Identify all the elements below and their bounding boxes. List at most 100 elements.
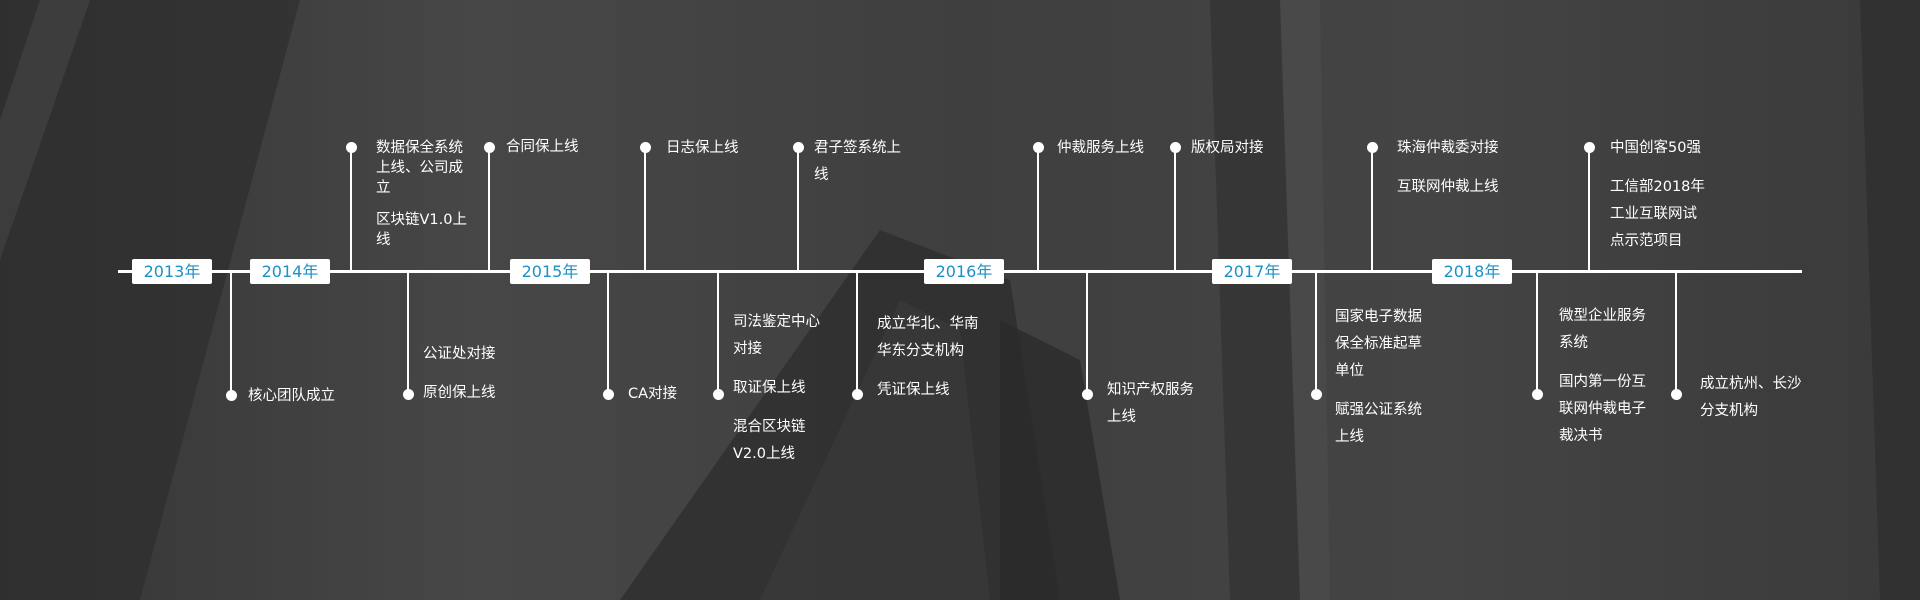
event-stem-notary (407, 271, 409, 394)
event-text-line: 合同保上线 (506, 139, 579, 155)
event-dot-branch1 (851, 388, 863, 400)
event-label-chuangke: 中国创客50强工信部2018年工业互联网试点示范项目 (1610, 135, 1705, 255)
event-text-line: 工业互联网试 (1610, 206, 1697, 222)
event-stem-ip (1086, 271, 1088, 394)
year-badge-2016: 2016年 (924, 259, 1004, 284)
event-stem-micro (1536, 271, 1538, 394)
event-text-line: 仲裁服务上线 (1057, 140, 1144, 156)
event-text-line: 线 (814, 167, 829, 183)
event-stem-national (1315, 271, 1317, 394)
event-stem-copyright (1174, 147, 1176, 271)
event-text-line: 数据保全系统 (376, 140, 463, 156)
event-stem-judicial (717, 271, 719, 394)
event-label-zhuhai: 珠海仲裁委对接互联网仲裁上线 (1397, 135, 1499, 201)
event-text-line: 系统 (1559, 335, 1588, 351)
year-badge-2018: 2018年 (1432, 259, 1512, 284)
event-label-copyright: 版权局对接 (1191, 135, 1264, 162)
event-dot-national (1310, 388, 1322, 400)
event-group-gap (376, 198, 467, 210)
event-text-line: 国内第一份互 (1559, 374, 1646, 390)
event-label-team: 核心团队成立 (248, 383, 335, 410)
event-text-line: 上线 (1335, 429, 1364, 445)
event-text-line: 混合区块链 (733, 419, 806, 435)
event-dot-log (639, 141, 651, 153)
event-text-line: 核心团队成立 (248, 388, 335, 404)
event-group-gap (733, 363, 820, 375)
event-group-gap (1559, 357, 1646, 369)
event-label-branch2: 成立杭州、长沙分支机构 (1700, 371, 1802, 425)
event-text-line: V2.0上线 (733, 446, 795, 462)
event-dot-zhuhai (1366, 141, 1378, 153)
event-text-line: 立 (376, 180, 391, 196)
event-text-line: 互联网仲裁上线 (1397, 179, 1499, 195)
event-dot-chuangke (1583, 141, 1595, 153)
event-text-line: 赋强公证系统 (1335, 402, 1422, 418)
event-stem-branch1 (856, 271, 858, 394)
event-text-line: 点示范项目 (1610, 233, 1683, 249)
event-label-notary: 公证处对接原创保上线 (423, 341, 496, 407)
event-group-gap (877, 365, 979, 377)
year-badge-2017: 2017年 (1212, 259, 1292, 284)
event-label-log: 日志保上线 (666, 135, 739, 162)
event-group-gap (1397, 162, 1499, 174)
event-stem-zhuhai (1371, 147, 1373, 271)
event-dot-copyright (1169, 141, 1181, 153)
event-text-line: 分支机构 (1700, 403, 1758, 419)
event-dot-team (225, 389, 237, 401)
event-text-line: 线 (376, 232, 391, 248)
event-group-gap (1610, 162, 1705, 174)
event-text-line: 微型企业服务 (1559, 308, 1646, 324)
event-stem-arbitration (1037, 147, 1039, 271)
event-stem-junzi (797, 147, 799, 271)
event-stem-datasafe (350, 147, 352, 271)
event-text-line: 司法鉴定中心 (733, 314, 820, 330)
event-group-gap (733, 402, 820, 414)
event-dot-ip (1081, 388, 1093, 400)
event-label-datasafe: 数据保全系统上线、公司成立区块链V1.0上线 (376, 138, 467, 250)
year-badge-2014: 2014年 (250, 259, 330, 284)
event-stem-contract (488, 147, 490, 271)
year-badge-2015: 2015年 (510, 259, 590, 284)
event-text-line: 公证处对接 (423, 346, 496, 362)
event-text-line: 保全标准起草 (1335, 336, 1422, 352)
event-group-gap (1335, 385, 1422, 397)
event-text-line: 国家电子数据 (1335, 309, 1422, 325)
event-dot-datasafe (345, 141, 357, 153)
event-dot-micro (1531, 388, 1543, 400)
event-label-micro: 微型企业服务系统国内第一份互联网仲裁电子裁决书 (1559, 303, 1646, 450)
event-text-line: 凭证保上线 (877, 382, 950, 398)
event-text-line: 知识产权服务 (1107, 382, 1194, 398)
event-label-national: 国家电子数据保全标准起草单位赋强公证系统上线 (1335, 304, 1422, 451)
event-dot-notary (402, 388, 414, 400)
event-label-junzi: 君子签系统上线 (814, 135, 901, 189)
event-text-line: 上线、公司成 (376, 160, 463, 176)
event-text-line: 上线 (1107, 409, 1136, 425)
event-text-line: 珠海仲裁委对接 (1397, 140, 1499, 156)
event-text-line: 华东分支机构 (877, 343, 964, 359)
event-text-line: 裁决书 (1559, 428, 1603, 444)
event-text-line: 工信部2018年 (1610, 179, 1705, 195)
event-text-line: 成立杭州、长沙 (1700, 376, 1802, 392)
event-stem-ca (607, 271, 609, 394)
event-dot-branch2 (1670, 388, 1682, 400)
event-dot-judicial (712, 388, 724, 400)
event-stem-team (230, 271, 232, 395)
event-text-line: 取证保上线 (733, 380, 806, 396)
event-text-line: CA对接 (628, 386, 678, 402)
event-stem-branch2 (1675, 271, 1677, 394)
event-label-branch1: 成立华北、华南华东分支机构凭证保上线 (877, 311, 979, 404)
event-text-line: 区块链V1.0上 (376, 212, 467, 228)
event-text-line: 版权局对接 (1191, 140, 1264, 156)
event-text-line: 日志保上线 (666, 140, 739, 156)
event-group-gap (423, 368, 496, 380)
event-stem-chuangke (1588, 147, 1590, 271)
event-text-line: 联网仲裁电子 (1559, 401, 1646, 417)
event-label-contract: 合同保上线 (506, 134, 579, 161)
event-text-line: 原创保上线 (423, 385, 496, 401)
event-label-ip: 知识产权服务上线 (1107, 377, 1194, 431)
event-text-line: 中国创客50强 (1610, 140, 1701, 156)
event-label-arbitration: 仲裁服务上线 (1057, 135, 1144, 162)
event-dot-contract (483, 141, 495, 153)
